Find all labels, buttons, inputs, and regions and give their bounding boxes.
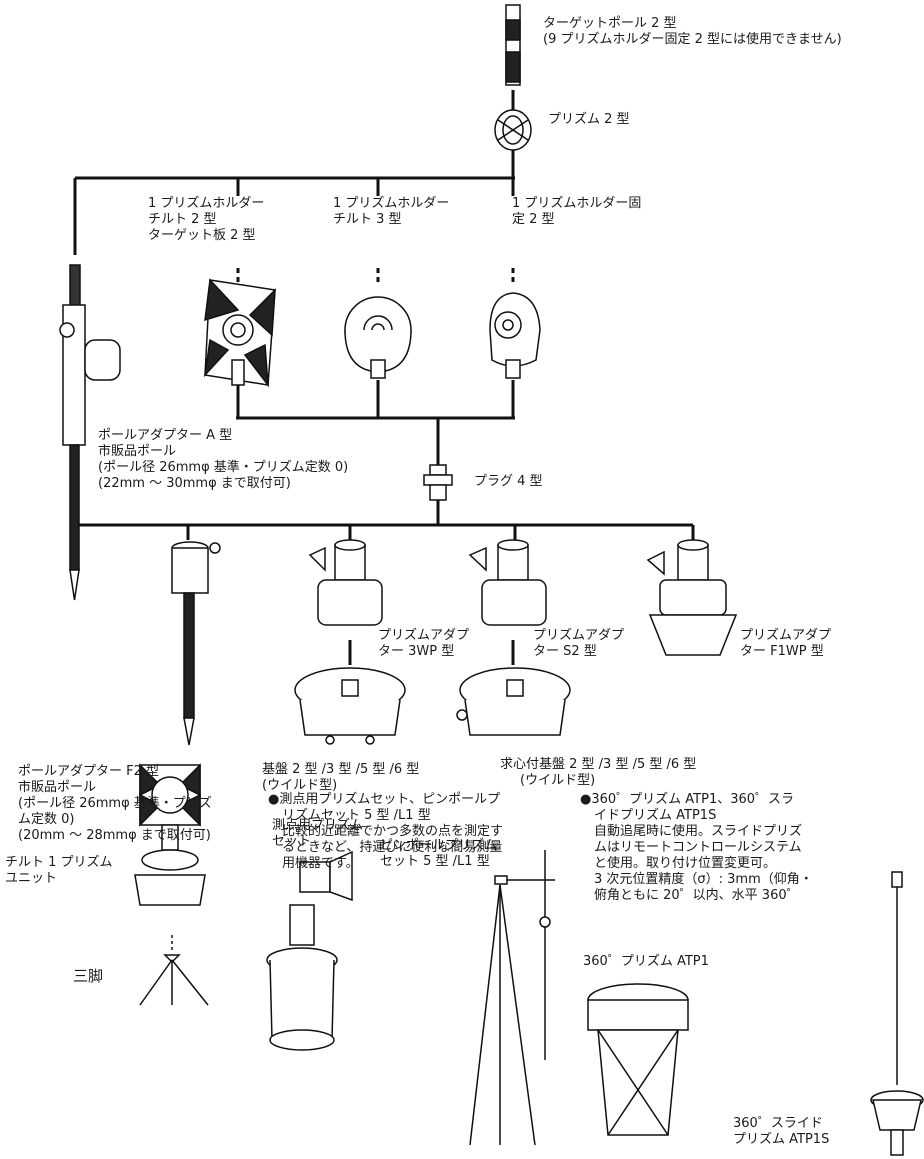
pin-pole-set-label: ピンポールプリズム セット 5 型 /L1 型 [380,838,498,869]
pole-adapter-a-illustration [59,264,121,601]
tilt1-prism-unit-label: チルト 1 プリズム ユニット [5,855,113,886]
holder-fixed2-label: 1 プリズムホルダー固 定 2 型 [512,196,642,227]
survey-prism-set-illustration [266,850,353,1051]
prism2-label: プリズム 2 型 [548,112,630,127]
survey-prism-set-label: 測点用プリズム セット [272,818,364,849]
target-pole-illustration [505,4,521,86]
base-label: 基盤 2 型 /3 型 /5 型 /6 型 (ウイルド型) [262,762,420,793]
atp1s-illustration [870,871,924,1156]
pole-adapter-f2-illustration [171,541,221,746]
holder-tilt2-label: 1 プリズムホルダー チルト 2 型 ターゲット板 2 型 [148,196,265,243]
pin-pole-set-illustration [469,850,555,1146]
tripod-label: 三脚 [73,967,104,985]
atp-description: ●360゜プリズム ATP1、360゜スラ イドプリズム ATP1S 自動追尾時… [580,792,813,903]
centering-base-illustration [456,667,571,736]
tilt1-prism-unit-illustration [134,763,206,906]
prism-adapter-s2-illustration [468,539,547,626]
plug4-illustration [423,464,453,501]
base-illustration [294,667,406,745]
adapter-s2-label: プリズムアダプ ター S2 型 [533,628,625,659]
centering-base-label: 求心付基盤 2 型 /3 型 /5 型 /6 型 (ウイルド型) [500,757,697,788]
adapter-3wp-label: プリズムアダプ ター 3WP 型 [378,628,470,659]
survey-set-description: ●測点用プリズムセット、ピンポールプ リズムセット 5 型 /L1 型 比較的近… [268,792,504,871]
adapter-f1wp-label: プリズムアダプ ター F1WP 型 [740,628,832,659]
tripod-icon [139,935,209,1006]
atp1s-label: 360゜スライド プリズム ATP1S [733,1116,830,1147]
atp1-illustration [587,983,689,1136]
target-pole-label: ターゲットポール 2 型 (9 プリズムホルダー固定 2 型には使用できません) [543,16,842,47]
plug4-label: プラグ 4 型 [474,474,543,489]
prism-adapter-f1wp-illustration [646,539,738,656]
atp1-label: 360゜プリズム ATP1 [583,954,709,969]
holder-tilt3-label: 1 プリズムホルダー チルト 3 型 [333,196,450,227]
holder-tilt2-illustration [203,278,276,388]
holder-fixed2-illustration [489,292,541,379]
prism2-illustration [494,109,532,151]
pole-adapter-a-label: ポールアダプター A 型 市販品ポール (ポール径 26mmφ 基準・プリズム定… [98,428,349,491]
holder-tilt3-illustration [344,296,412,379]
prism-adapter-3wp-illustration [308,539,383,626]
pole-adapter-f2-label: ポールアダプター F2 型 市販品ポール (ポール径 26mmφ 基準・プリズ … [18,764,212,843]
